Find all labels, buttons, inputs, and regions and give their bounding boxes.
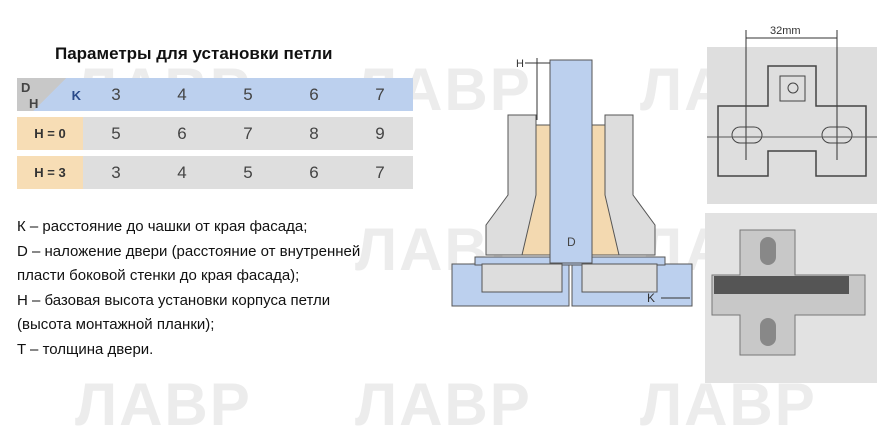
k-value: 4 (149, 78, 215, 111)
h-label: H (516, 58, 524, 70)
hinge-diagram: D H K (451, 58, 693, 307)
table-cell: 4 (149, 156, 215, 189)
k-label: K (647, 291, 655, 305)
table-cell: 6 (281, 156, 347, 189)
page-title: Параметры для установки петли (55, 44, 333, 63)
description-line: D – наложение двери (расстояние от внутр… (17, 242, 361, 260)
table-cell: 7 (347, 156, 413, 189)
table-cell: 3 (83, 156, 149, 189)
row-label: H = 3 (17, 156, 83, 189)
corner-h: H (29, 96, 39, 111)
table-cell: 8 (281, 117, 347, 150)
table-cell: 6 (149, 117, 215, 150)
table-cell: 5 (215, 156, 281, 189)
table-row: H = 3 3 4 5 6 7 (17, 156, 413, 189)
k-value: 3 (83, 78, 149, 111)
parameters-table: D K H 3 4 5 6 7 H = 0 5 6 7 8 9 H = 3 3 … (17, 72, 413, 195)
corner-k: K (71, 88, 81, 103)
k-value: 5 (215, 78, 281, 111)
table-header-row: D K H 3 4 5 6 7 (17, 78, 413, 111)
d-label: D (567, 235, 576, 249)
description-line: пласти боковой стенки до края фасада); (17, 267, 300, 284)
description-line: К – расстояние до чашки от края фасада; (17, 218, 308, 235)
description-line: T – толщина двери. (17, 340, 154, 358)
description-line: H – базовая высота установки корпуса пет… (17, 291, 331, 309)
watermark: ЛАВР (355, 371, 532, 438)
table-cell: 9 (347, 117, 413, 150)
table-cell: 5 (83, 117, 149, 150)
k-value: 6 (281, 78, 347, 111)
k-value: 7 (347, 78, 413, 111)
corner-cell: D K H (17, 78, 83, 111)
table-cell: 7 (215, 117, 281, 150)
row-label: H = 0 (17, 117, 83, 150)
description-line: (высота монтажной планки); (17, 316, 215, 333)
table-row: H = 0 5 6 7 8 9 (17, 117, 413, 150)
mounting-plate-drawing: 32mm (705, 25, 877, 383)
dimension-label: 32mm (770, 25, 801, 37)
watermark: ЛАВР (75, 371, 252, 438)
corner-d: D (21, 80, 31, 95)
description: К – расстояние до чашки от края фасада; … (17, 215, 360, 362)
